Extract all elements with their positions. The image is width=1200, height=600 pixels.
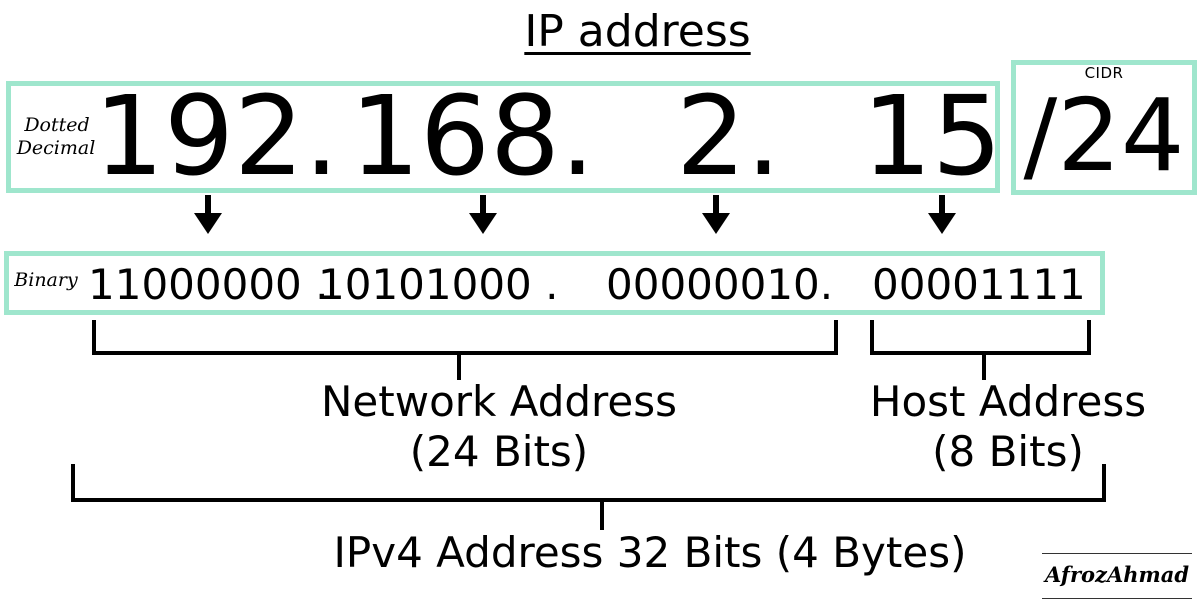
binary-label: Binary [14, 269, 78, 291]
network-caption-line2: (24 Bits) [409, 427, 589, 476]
arrow-down-icon [702, 195, 730, 234]
dotted-octet-3: 2. [676, 72, 781, 200]
arrow-down-icon [928, 195, 956, 234]
host-bracket [870, 320, 1091, 380]
total-bracket [71, 464, 1106, 530]
binary-octet-4: 00001111 [872, 260, 1086, 309]
arrow-down-icon [194, 195, 222, 234]
cidr-value: /24 [1023, 77, 1185, 194]
cidr-label: CIDR [1084, 64, 1124, 82]
dotted-label-line2: Decimal [16, 137, 96, 159]
host-caption-line1: Host Address [869, 377, 1147, 426]
dotted-octet-2: 168. [350, 72, 595, 200]
arrow-down-icon [469, 195, 497, 234]
dotted-label-line1: Dotted [24, 114, 90, 136]
diagram-title: IP address [524, 6, 751, 57]
network-caption-line1: Network Address [321, 377, 677, 426]
binary-octet-2: 10101000 . [318, 260, 559, 309]
dotted-decimal-box [6, 81, 1000, 193]
binary-octet-1: 11000000 . [88, 260, 329, 309]
signature-text: AfrozAhmad [1044, 562, 1190, 587]
dotted-octet-4: 15 [862, 72, 1002, 200]
total-caption: IPv4 Address 32 Bits (4 Bytes) [333, 528, 967, 577]
host-caption-line2: (8 Bits) [932, 427, 1084, 476]
binary-octet-3: 00000010. [606, 260, 834, 309]
cidr-box [1011, 60, 1197, 195]
binary-box [4, 251, 1105, 315]
network-bracket [92, 320, 838, 380]
author-signature: AfrozAhmad [1042, 553, 1192, 599]
dotted-octet-1: 192. [94, 72, 339, 200]
